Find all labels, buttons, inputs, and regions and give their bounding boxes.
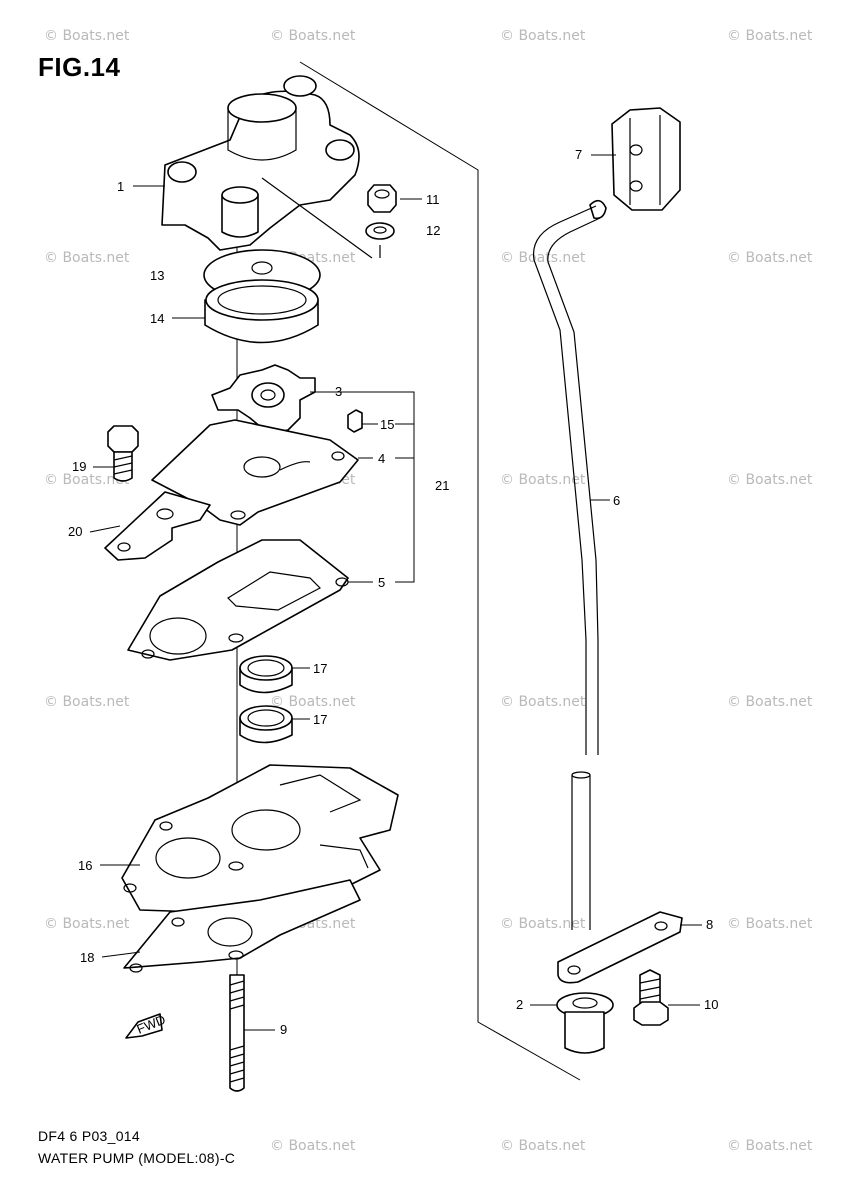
- callout-2: 2: [516, 997, 523, 1012]
- watermark: © Boats.net: [44, 694, 130, 710]
- footer-code: DF4 6 P03_014: [38, 1128, 140, 1144]
- watermark: © Boats.net: [727, 694, 813, 710]
- watermark: © Boats.net: [500, 472, 586, 488]
- watermark: © Boats.net: [270, 1138, 356, 1154]
- figure-title: FIG.14: [38, 52, 121, 82]
- callout-9: 9: [280, 1022, 287, 1037]
- watermark: © Boats.net: [44, 28, 130, 44]
- plate-part-4: [151, 419, 359, 526]
- hose-part-6: [532, 199, 607, 930]
- fwd-arrow-icon: FWD: [125, 1012, 168, 1039]
- callout-19: 19: [72, 459, 86, 474]
- callout-18: 18: [80, 950, 94, 965]
- callout-labels: 1 2 3 4 5 6 7 8 9 10 11 12 13 14 15 16 1…: [68, 147, 718, 1037]
- watermark: © Boats.net: [727, 472, 813, 488]
- callout-11: 11: [426, 192, 440, 207]
- nut-part-11: [367, 184, 397, 213]
- callout-21: 21: [435, 478, 449, 493]
- bolt-part-19: [107, 425, 139, 482]
- frame-line: [299, 61, 581, 1081]
- watermark: © Boats.net: [500, 250, 586, 266]
- callout-6: 6: [613, 493, 620, 508]
- watermark: © Boats.net: [500, 694, 586, 710]
- watermark: © Boats.net: [500, 28, 586, 44]
- callout-15: 15: [380, 417, 394, 432]
- nozzle-part-2: [556, 992, 614, 1054]
- callout-8: 8: [706, 917, 713, 932]
- watermark: © Boats.net: [270, 28, 356, 44]
- callout-4: 4: [378, 451, 385, 466]
- watermark: © Boats.net: [727, 28, 813, 44]
- washer-part-12: [365, 222, 395, 240]
- bolt-part-10: [633, 969, 669, 1026]
- callout-10: 10: [704, 997, 718, 1012]
- seal-part-17-upper: [239, 655, 293, 694]
- gasket-part-5: [127, 539, 349, 661]
- key-part-15: [347, 409, 363, 433]
- callout-17b: 17: [313, 712, 327, 727]
- watermark: © Boats.net: [727, 916, 813, 932]
- callout-12: 12: [426, 223, 440, 238]
- watermark: © Boats.net: [500, 1138, 586, 1154]
- callout-5: 5: [378, 575, 385, 590]
- watermark: © Boats.net: [44, 472, 130, 488]
- watermark: © Boats.net: [44, 916, 130, 932]
- footer-description: WATER PUMP (MODEL:08)-C: [38, 1150, 236, 1166]
- pump-housing-part-16: [121, 764, 399, 913]
- callout-1: 1: [117, 179, 124, 194]
- watermark-layer: © Boats.net © Boats.net © Boats.net © Bo…: [44, 28, 813, 1154]
- callout-16: 16: [78, 858, 92, 873]
- seal-part-17-lower: [239, 705, 293, 744]
- leader-lines: [89, 154, 702, 1031]
- stud-part-9: [229, 974, 245, 1092]
- callout-17a: 17: [313, 661, 327, 676]
- callout-7: 7: [575, 147, 582, 162]
- grommet-part-7: [611, 107, 681, 211]
- callout-14: 14: [150, 311, 164, 326]
- pump-case-part-1: [161, 75, 381, 259]
- callout-13: 13: [150, 268, 164, 283]
- callout-3: 3: [335, 384, 342, 399]
- watermark: © Boats.net: [727, 1138, 813, 1154]
- watermark: © Boats.net: [44, 250, 130, 266]
- watermark: © Boats.net: [727, 250, 813, 266]
- watermark: © Boats.net: [500, 916, 586, 932]
- gasket-part-18: [123, 879, 361, 973]
- watermark: © Boats.net: [270, 694, 356, 710]
- gasket-part-20: [104, 491, 211, 561]
- liner-part-14: [204, 279, 319, 344]
- callout-20: 20: [68, 524, 82, 539]
